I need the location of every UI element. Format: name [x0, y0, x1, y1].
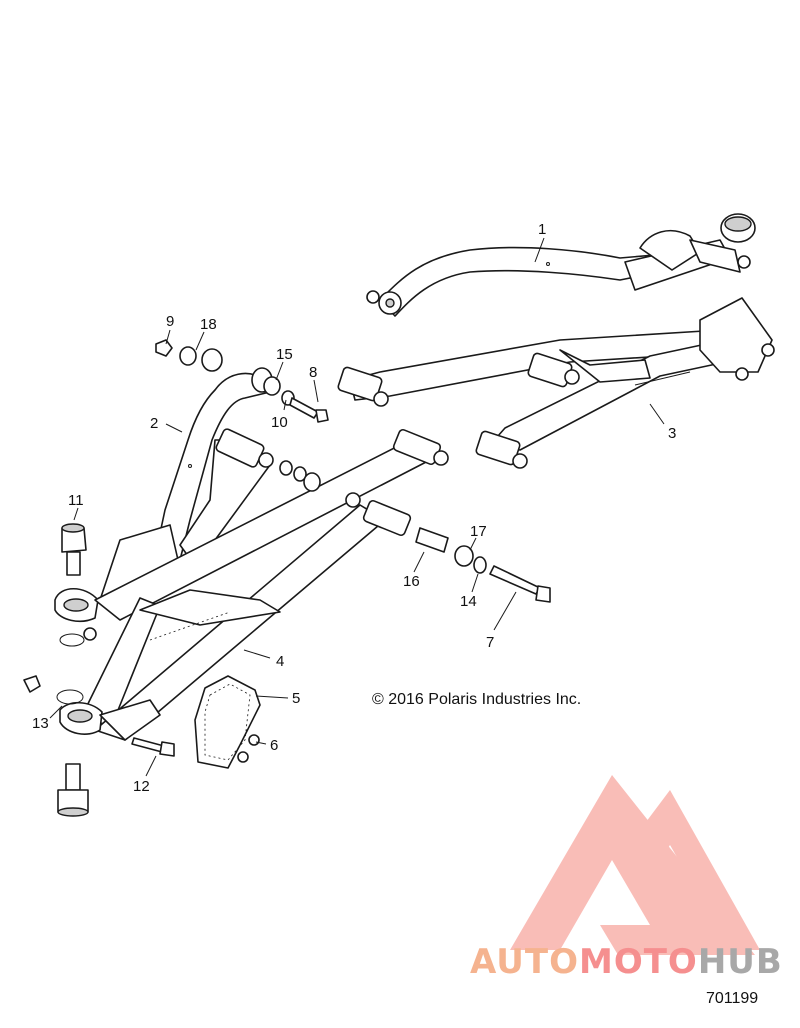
callout-4: 4 [276, 653, 284, 670]
callout-9: 9 [166, 313, 174, 330]
hardware [23, 339, 551, 817]
callout-15: 15 [276, 346, 293, 363]
watermark-logo [510, 775, 760, 955]
guard-plate [194, 675, 261, 769]
callout-8: 8 [309, 364, 317, 381]
lower-a-arm-right [337, 297, 775, 469]
upper-a-arm-right [366, 213, 756, 317]
callout-18: 18 [200, 316, 217, 333]
lower-a-arm-left [59, 428, 449, 741]
callout-labels: 1 2 3 4 5 6 7 8 9 10 11 12 13 14 15 16 1… [32, 221, 676, 795]
callout-14: 14 [460, 593, 477, 610]
callout-5: 5 [292, 690, 300, 707]
callout-11: 11 [68, 492, 84, 509]
callout-17: 17 [470, 523, 487, 540]
callout-3: 3 [668, 425, 676, 442]
copyright-text: © 2016 Polaris Industries Inc. [372, 691, 582, 708]
callout-12: 12 [133, 778, 150, 795]
watermark-hub: HUB [697, 942, 783, 982]
watermark-auto: AUTO [470, 942, 579, 982]
watermark-wordmark: AUTOMOTOHUB [470, 942, 783, 982]
callout-16: 16 [403, 573, 420, 590]
callout-6: 6 [270, 737, 278, 754]
upper-a-arm-left [54, 367, 274, 622]
callout-10: 10 [271, 414, 288, 431]
callout-13: 13 [32, 715, 49, 732]
callout-7: 7 [486, 634, 494, 651]
watermark-moto: MOTO [578, 942, 698, 982]
leader-lines [49, 237, 665, 777]
callout-2: 2 [150, 415, 158, 432]
diagram-number: 701199 [706, 990, 759, 1007]
callout-1: 1 [538, 221, 546, 238]
